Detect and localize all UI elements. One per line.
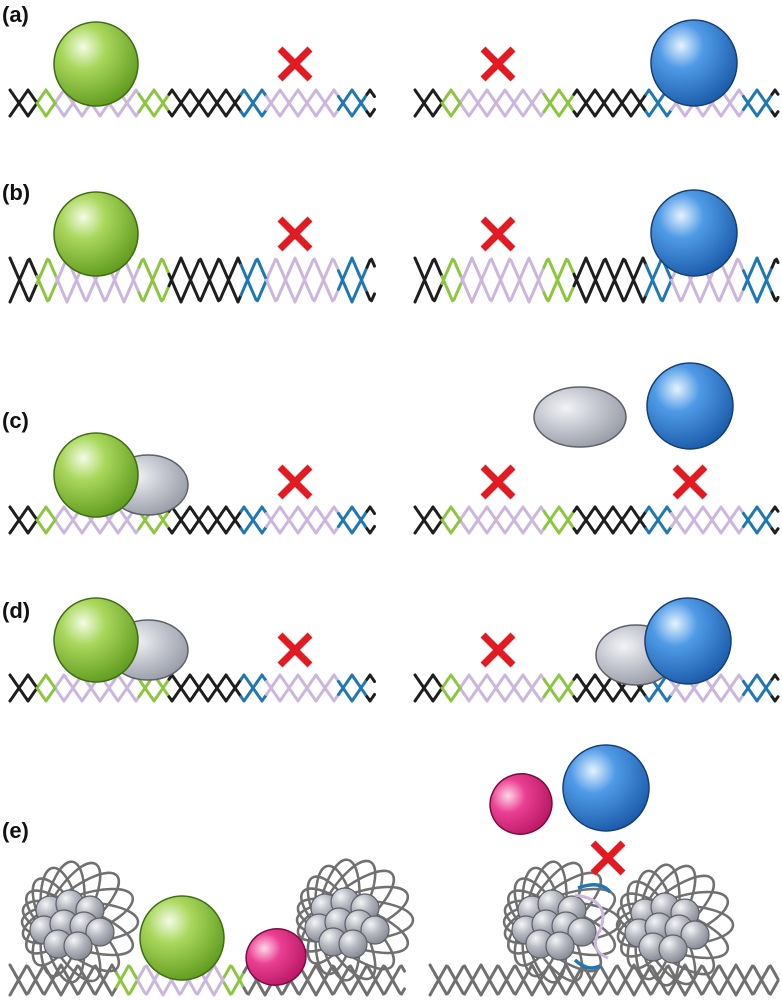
nucleosome-cluster xyxy=(20,860,140,984)
dna-helix-a-right xyxy=(413,88,780,118)
nucleosome-cluster xyxy=(615,863,735,987)
red-cross-icon xyxy=(277,632,313,668)
red-cross-icon xyxy=(480,46,516,82)
panel-label-a: (a) xyxy=(2,2,29,27)
panel-label-e: (e) xyxy=(2,818,29,843)
red-cross-icon xyxy=(480,464,516,500)
dna-helix-b-right xyxy=(413,256,780,304)
blue-protein-e xyxy=(562,744,650,832)
dna-helix-d-left xyxy=(8,673,376,703)
dna-helix-e-right xyxy=(428,963,780,997)
dna-helix-a-left xyxy=(8,88,376,118)
panel-label-d: (d) xyxy=(2,598,30,623)
green-protein-a xyxy=(53,21,139,107)
red-cross-icon xyxy=(277,464,313,500)
nucleosome-cluster xyxy=(295,858,415,982)
panel-label-c: (c) xyxy=(2,408,29,433)
magenta-cofactor-e-bound xyxy=(245,928,307,986)
panel-label-b: (b) xyxy=(2,180,30,205)
exposed-site-blue xyxy=(573,958,601,970)
red-cross-icon xyxy=(590,840,626,876)
red-cross-icon xyxy=(277,46,313,82)
green-protein-d xyxy=(53,597,139,683)
exposed-site-blue xyxy=(577,883,612,894)
exposed-site-loop xyxy=(574,893,609,960)
dna-helix-d-right xyxy=(413,673,780,703)
dna-helix-b-left xyxy=(8,256,376,304)
red-cross-icon xyxy=(480,216,516,252)
diagram-artwork xyxy=(8,19,780,997)
red-cross-icon xyxy=(480,632,516,668)
dna-helix-c-left xyxy=(8,505,376,535)
blue-protein-d xyxy=(644,597,732,685)
gray-cofactor-c-free xyxy=(533,386,627,448)
dna-helix-c-right xyxy=(413,505,780,535)
green-protein-c xyxy=(53,432,139,518)
red-cross-icon xyxy=(277,216,313,252)
blue-protein-a xyxy=(650,19,738,107)
blue-protein-b xyxy=(650,189,738,277)
blue-protein-c xyxy=(646,362,734,450)
green-protein-b xyxy=(53,191,139,277)
red-cross-icon xyxy=(672,464,708,500)
green-protein-e xyxy=(139,895,225,981)
magenta-cofactor-e-free xyxy=(489,773,553,835)
